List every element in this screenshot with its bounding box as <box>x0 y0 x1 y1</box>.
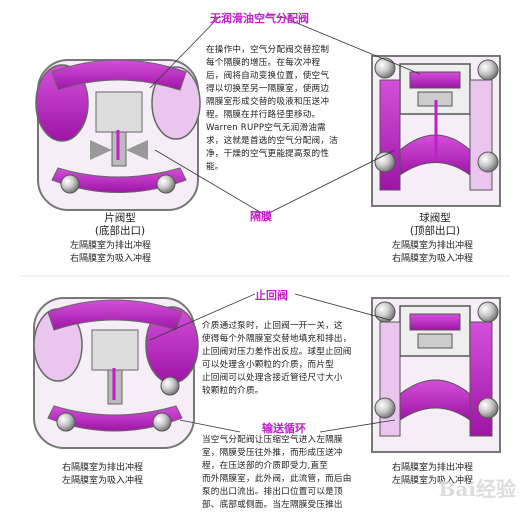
top-right-stroke-1: 左隔膜室为排出冲程 <box>392 241 474 251</box>
top-line-4: 得以切换至另一隔膜室，使两边 <box>206 84 330 94</box>
bottom-right-stroke-2: 左隔膜室为吸入冲程 <box>392 476 474 486</box>
ball-outlet-caption: (顶部出口) <box>409 225 461 237</box>
check-valve-label: 止回阀 <box>255 289 288 302</box>
flap-outlet-caption: (底部出口) <box>94 225 146 237</box>
top-line-10: 能。 <box>206 162 224 172</box>
top-line-3: 后，阀将自动变换位置，使空气 <box>206 71 330 81</box>
middle-line-3: 止回阀对压力差作出反应。球型止回阀 <box>202 347 352 357</box>
top-left-pump <box>35 59 201 211</box>
top-line-6: 程。隔膜在并行路径里移动。 <box>206 110 321 120</box>
top-paragraph: 在操作中，空气分配阀交替控制 每个隔膜的增压。在每次冲程 后，阀将自动变换位置，… <box>206 44 362 174</box>
bottom-paragraph: 当空气分配阀让压缩空气进入左隔膜 室，隔膜受压往外推，而形成压送冲 程，在压送部… <box>202 434 370 512</box>
top-line-2: 每个隔膜的增压。在每次冲程 <box>206 58 321 68</box>
middle-line-1: 介质通过泵时，止回阀一开一关，这 <box>202 321 343 331</box>
top-left-stroke-1: 左隔膜室为排出冲程 <box>70 241 152 251</box>
bottom-line-3: 程，在压送部的介质即受力,直至 <box>202 461 329 471</box>
bottom-callout-lines <box>149 293 396 433</box>
top-right-stroke-2: 右隔膜室为吸入冲程 <box>392 254 474 264</box>
bottom-line-2: 室，隔膜受压往外推，而形成压送冲 <box>202 448 343 458</box>
bottom-right-pump <box>371 297 501 453</box>
cycle-label: 输送循环 <box>262 422 306 435</box>
ball-type-caption: 球阀型 <box>419 212 451 224</box>
top-line-1: 在操作中，空气分配阀交替控制 <box>206 45 330 55</box>
bottom-right-stroke-1: 右隔膜室为排出冲程 <box>392 463 474 473</box>
top-callout-lines <box>149 15 421 216</box>
air-valve-label: 无润滑油空气分配阀 <box>210 12 309 25</box>
middle-paragraph: 介质通过泵时，止回阀一开一关，这 使得每个外隔膜室交替地填充和排出， 止回阀对压… <box>202 320 370 398</box>
bottom-left-pump <box>33 297 199 449</box>
bottom-left-stroke-2: 左隔膜室为吸入冲程 <box>62 476 144 486</box>
top-line-5: 隔膜室形成交替的吸液和压送冲 <box>206 97 330 107</box>
bottom-line-4: 而外隔膜室，此外阀，此流管，而后由 <box>202 474 352 484</box>
diaphragm-label: 隔膜 <box>250 210 272 223</box>
bottom-line-1: 当空气分配阀让压缩空气进入左隔膜 <box>202 435 343 445</box>
top-line-9: 净，干燥的空气更能提高泵的性 <box>206 149 330 159</box>
watermark: Bai经验 <box>438 477 516 501</box>
middle-line-6: 较颗粒的介质。 <box>202 386 264 396</box>
bottom-left-stroke-1: 右隔膜室为排出冲程 <box>62 463 144 473</box>
middle-line-4: 可以处理含小颗粒的介质，而片型 <box>202 360 334 370</box>
top-line-7: Warren RUPP空气无润滑油需 <box>206 123 326 133</box>
flap-type-caption: 片阀型 <box>104 212 136 224</box>
bottom-line-6: 部、底部或侧面。当左隔膜受压推出 <box>202 500 343 510</box>
middle-line-5: 止回阀可以处理含接近管径尺寸大小 <box>202 373 343 383</box>
top-left-stroke-2: 右隔膜室为吸入冲程 <box>70 254 152 264</box>
bottom-line-5: 泵的出口流出。排出口位置可以是顶 <box>202 487 343 497</box>
top-line-8: 求，这就是首选的空气分配阀，洁 <box>206 136 338 146</box>
top-right-pump <box>371 55 501 207</box>
middle-line-2: 使得每个外隔膜室交替地填充和排出， <box>202 334 352 344</box>
